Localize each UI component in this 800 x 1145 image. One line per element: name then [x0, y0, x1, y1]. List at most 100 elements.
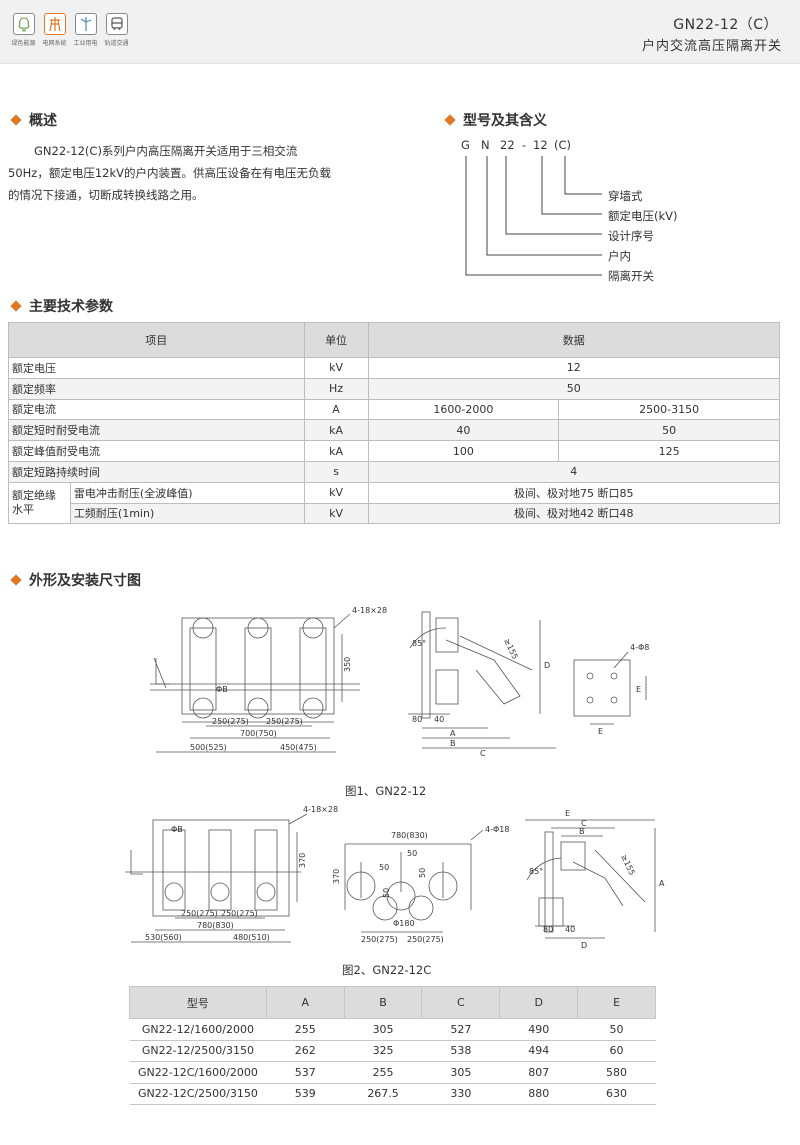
fig2-width-480: 480(510)	[233, 933, 270, 942]
fig2-dim-50d: 50	[382, 888, 391, 898]
dim-a: 539	[266, 1083, 345, 1105]
diamond-bullet-icon	[10, 114, 22, 126]
fig2-top-view	[344, 829, 484, 933]
param-value-1: 100	[367, 440, 560, 462]
fig2-dim-50b: 50	[379, 863, 389, 872]
param-value: 50	[367, 377, 781, 400]
param-unit: kA	[303, 419, 369, 442]
param-item: 额定短时耐受电流	[8, 419, 305, 442]
fig2-dim-80: 80	[543, 925, 553, 934]
section-model-heading: 型号及其含义	[444, 110, 547, 130]
fig1-dim-40: 40	[434, 715, 444, 724]
dim-d: 807	[499, 1061, 578, 1084]
fig1-phi-b: ΦB	[216, 685, 228, 694]
table-row: 额定短路持续时间 s 4	[8, 460, 781, 483]
fig2-front-view	[125, 813, 308, 943]
table-row: 额定峰值耐受电流 kA 100 125	[8, 440, 780, 462]
figure-1-caption: 图1、GN22-12	[345, 784, 427, 798]
category-label: 电网系统	[42, 40, 67, 47]
fig1-front-view	[150, 613, 360, 753]
dim-e: 630	[577, 1083, 656, 1105]
param-unit: kV	[303, 357, 369, 379]
param-item: 工频耐压(1min)	[69, 502, 305, 525]
category-label: 绿色能源	[11, 40, 36, 47]
fig1-dim-350: 350	[343, 657, 352, 672]
meaning-isolating-switch: 隔离开关	[608, 269, 654, 283]
diamond-bullet-icon	[10, 300, 22, 312]
category-industry[interactable]: 工业用电	[70, 13, 101, 47]
fig1-angle-85: 85°	[412, 639, 426, 648]
header-c: C	[421, 986, 501, 1019]
fig1-pitch-a: 250(275)	[212, 717, 249, 726]
fig2-clearance-155: ≥155	[619, 853, 636, 877]
table-row: 额定短时耐受电流 kA 40 50	[8, 419, 780, 442]
diamond-bullet-icon	[10, 574, 22, 586]
meaning-rated-voltage: 额定电压(kV)	[608, 209, 678, 223]
diamond-bullet-icon	[444, 114, 456, 126]
table-row: 额定电压 kV 12	[8, 357, 781, 379]
dim-model: GN22-12C/1600/2000	[129, 1061, 267, 1084]
table-row: GN22-12C/1600/2000 537 255 305 807 580	[129, 1061, 656, 1084]
meaning-indoor: 户内	[608, 249, 631, 263]
param-unit: A	[303, 398, 369, 421]
meaning-wall-bushing: 穿墙式	[608, 189, 643, 203]
wind-turbine-icon	[74, 13, 97, 35]
param-unit: kA	[303, 440, 369, 462]
fig2-phi-18: 4-Φ18	[485, 825, 509, 834]
fig1-dim-c: C	[480, 749, 486, 758]
code-part-n: N	[481, 138, 490, 152]
param-unit: Hz	[303, 377, 369, 400]
dim-a: 255	[266, 1018, 345, 1041]
fig2-bottom-250a: 250(275)	[361, 935, 398, 944]
fig1-mount-plate	[573, 651, 647, 725]
fig2-dim-d: D	[581, 941, 587, 950]
params-table: 项目 单位 数据 额定电压 kV 12 额定频率 Hz 50 额定电流 A 16…	[8, 322, 781, 525]
param-value-1: 40	[367, 419, 560, 442]
category-power-grid[interactable]: 电网系统	[39, 13, 70, 47]
category-rail[interactable]: 轨道交通	[101, 13, 132, 47]
fig2-pitch-b: 250(275)	[221, 909, 258, 918]
header-model: 型号	[129, 986, 267, 1019]
fig1-dim-b: B	[450, 739, 456, 748]
params-header-row: 项目 单位 数据	[8, 322, 781, 358]
param-item: 额定电流	[8, 398, 305, 421]
dim-e: 60	[577, 1040, 656, 1062]
code-part-g: G	[461, 138, 470, 152]
header-item: 项目	[8, 322, 305, 358]
fig1-holes-label: 4-18×28	[352, 606, 387, 615]
dims-header-row: 型号 A B C D E	[129, 986, 656, 1019]
table-row: 工频耐压(1min) kV 极间、极对地42 断口48	[9, 502, 781, 525]
fig2-dim-40: 40	[565, 925, 575, 934]
section-params-heading: 主要技术参数	[10, 296, 113, 316]
fig1-pitch-b: 250(275)	[266, 717, 303, 726]
param-value-2: 2500-3150	[558, 398, 780, 421]
fig2-width-780: 780(830)	[197, 921, 234, 930]
train-icon	[105, 13, 128, 35]
param-item: 额定短路持续时间	[8, 460, 305, 483]
fig1-dim-a: A	[450, 729, 456, 738]
figure-2-drawing: 4-18×28 370 ΦB 250(275) 250(275) 780(830…	[125, 805, 665, 950]
param-unit: s	[303, 460, 369, 483]
dim-b: 305	[344, 1018, 422, 1041]
header-unit: 单位	[303, 322, 369, 358]
fig1-holes-4: 4-Φ8	[630, 643, 649, 652]
header-d: D	[499, 986, 579, 1019]
param-value: 12	[367, 357, 781, 379]
section-outline-heading: 外形及安装尺寸图	[10, 570, 141, 590]
figure-1-drawing: 4-18×28 350 ΦB 250(275) 250(275) 700(750…	[150, 606, 649, 758]
param-value-2: 125	[558, 440, 780, 462]
fig1-dim-e-horizontal: E	[598, 727, 603, 736]
product-model: GN22-12（C）	[673, 17, 778, 33]
page-header: 绿色能源 电网系统 工业用电 轨道交通 GN22-12（C） 户内交流高压隔离开…	[0, 0, 800, 64]
code-part-dash: -	[522, 138, 527, 152]
category-label: 工业用电	[73, 40, 98, 47]
model-code-leader-lines	[465, 156, 602, 276]
header-data: 数据	[367, 322, 781, 358]
category-green-energy[interactable]: 绿色能源	[8, 13, 39, 47]
fig1-dim-80: 80	[412, 715, 422, 724]
fig1-side-view	[408, 611, 556, 749]
figure-2-caption: 图2、GN22-12C	[342, 963, 432, 977]
dim-model: GN22-12C/2500/3150	[129, 1083, 267, 1105]
category-label: 轨道交通	[104, 40, 129, 47]
fig2-dim-50c: 50	[418, 868, 427, 878]
